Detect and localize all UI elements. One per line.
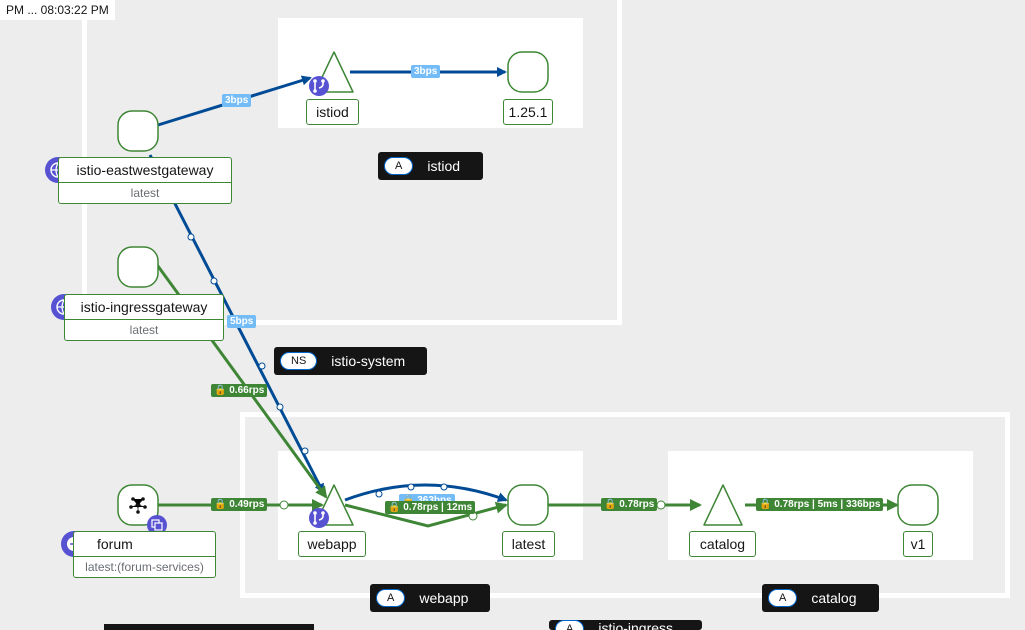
edge-label-text: 0.78rps | 5ms | 336bps: [774, 499, 881, 510]
edge-label-ew-to-webapp: 5bps: [227, 315, 257, 328]
label-istiod-version[interactable]: 1.25.1: [503, 99, 553, 125]
edge-webapp-to-latest-blue[interactable]: [344, 483, 508, 502]
app-badge: A: [376, 589, 406, 607]
timestamp: PM ... 08:03:22 PM: [0, 0, 115, 20]
node-webapp-latest[interactable]: [507, 484, 549, 526]
app-badge: A: [768, 589, 798, 607]
edge-label-latest-to-catalog: 🔒 0.78rps: [601, 498, 658, 511]
edge-label-text: 363bps: [417, 495, 451, 506]
edge-label-text: 0.78rps | 12ms: [403, 502, 473, 513]
label-ingress-gateway[interactable]: istio-ingressgateway latest: [64, 294, 224, 341]
ns-badge: A: [555, 620, 585, 630]
label-catalog-app[interactable]: catalog: [689, 531, 756, 557]
node-version: latest:(forum-services): [74, 556, 215, 577]
label-webapp-latest[interactable]: latest: [502, 531, 555, 557]
edge-label-webapp-to-latest-green: 🔒 0.78rps | 12ms: [385, 501, 476, 514]
node-name: 1.25.1: [508, 104, 548, 120]
tag-label: istio-system: [331, 353, 406, 369]
edge-label-istiod-to-version: 3bps: [411, 65, 441, 78]
virtual-service-icon: [309, 508, 329, 528]
node-catalog-v1[interactable]: [897, 484, 939, 526]
edge-label-ew-to-istiod: 3bps: [222, 94, 252, 107]
tag-label: istio-ingress...: [598, 620, 685, 630]
node-name: istio-eastwestgateway: [76, 162, 214, 178]
edge-label-text: 0.78rps: [619, 499, 655, 510]
node-name: catalog: [699, 536, 746, 552]
edge-label-forum-to-webapp: 🔒 0.49rps: [211, 498, 268, 511]
app-badge: A: [384, 157, 414, 175]
node-name: istio-ingressgateway: [80, 299, 208, 315]
node-version: latest: [65, 319, 223, 340]
node-istiod-version[interactable]: [507, 51, 549, 93]
node-catalog-app[interactable]: [703, 484, 743, 526]
tag-label: istiod: [427, 158, 461, 174]
edge-label-text: 0.66rps: [229, 385, 265, 396]
virtual-service-icon: [309, 76, 329, 96]
node-version: latest: [59, 182, 231, 203]
edge-label-catalog-to-v1: 🔒 0.78rps | 5ms | 336bps: [756, 498, 884, 511]
edge-label-text: 0.49rps: [229, 499, 265, 510]
tag-istio-system-namespace[interactable]: NS istio-system: [274, 347, 427, 375]
label-webapp-app[interactable]: webapp: [298, 531, 366, 557]
tag-label: webapp: [419, 590, 469, 606]
offscreen-tag-partial[interactable]: [104, 624, 314, 630]
node-name: latest: [511, 536, 546, 552]
label-catalog-v1[interactable]: v1: [903, 531, 933, 557]
label-istiod-app[interactable]: istiod: [306, 99, 359, 125]
ns-badge: NS: [280, 352, 318, 370]
node-name: forum: [97, 536, 133, 552]
node-name: v1: [910, 536, 926, 552]
edge-webapp-to-latest-green[interactable]: [344, 501, 508, 528]
node-name: webapp: [307, 536, 357, 552]
label-eastwest-gateway[interactable]: istio-eastwestgateway latest: [58, 157, 232, 204]
service-icon: [129, 497, 147, 514]
edge-label-ingress-to-webapp: 🔒 0.66rps: [211, 384, 268, 397]
tag-label: catalog: [811, 590, 857, 606]
node-name: istiod: [316, 104, 349, 120]
label-forum-service[interactable]: forum latest:(forum-services): [73, 531, 216, 578]
node-webapp-app[interactable]: [309, 484, 354, 528]
node-istiod-app[interactable]: [309, 51, 354, 96]
